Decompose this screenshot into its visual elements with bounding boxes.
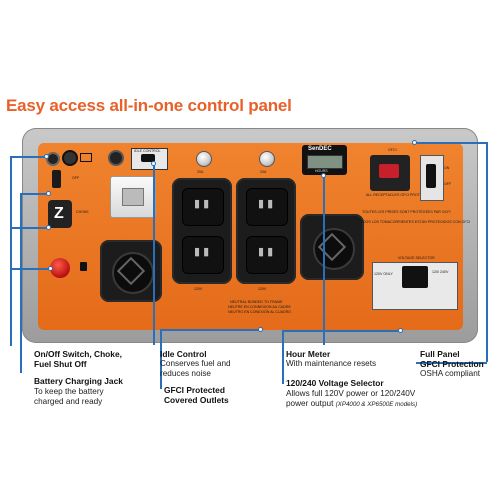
callout-line-switch-v xyxy=(10,156,12,346)
choke-icon: Z xyxy=(54,205,64,222)
receptacle-1a-slots: ▮ ▮ xyxy=(194,198,210,210)
callout-line-gfci-full xyxy=(414,142,486,144)
outlet-120v-label-2: 120V xyxy=(258,287,267,291)
callout-line-voltage-top xyxy=(282,330,400,332)
charging-jack-2[interactable] xyxy=(62,150,78,166)
callout-line-gfci-full-v xyxy=(486,142,488,362)
outlet-20a-label-1: 20A xyxy=(197,170,204,174)
gfci-protected-note-fr: TOUTES LES PRISES SONT PROTÉGÉES PAR GCF… xyxy=(362,210,451,214)
voltage-selector-title: VOLTAGE SELECTOR xyxy=(398,256,435,260)
callout-gfci-full-title: Full Panel xyxy=(420,349,460,359)
breaker-off-label: OFF xyxy=(444,182,452,186)
callout-dot-choke xyxy=(46,225,51,230)
hour-meter-units: HOURS xyxy=(315,169,328,173)
main-breaker-switch[interactable] xyxy=(426,164,436,188)
callout-dot-voltage xyxy=(398,328,403,333)
breaker-on-label: ON xyxy=(444,166,450,170)
receptacle-2b-slots: ▮ ▮ xyxy=(258,246,274,258)
outlet-20a-label-2: 20A xyxy=(260,170,267,174)
choke-lever[interactable] xyxy=(48,200,72,228)
callout-voltage-models-note: (XP4000 & XP6500E models) xyxy=(335,401,418,408)
callout-line-gfci-full-h xyxy=(416,362,487,364)
receptacle-2a-slots: ▮ ▮ xyxy=(258,198,274,210)
callout-line-choke xyxy=(10,227,48,229)
callout-line-gfci-outlets-h xyxy=(160,329,260,331)
gfci-label: GFCI xyxy=(388,148,397,152)
neutral-bonded-note-es: NEUTRO EN CONEXIÓN AL CUADRO xyxy=(228,310,291,314)
callout-gfci-full-text: OSHA compliant xyxy=(420,369,481,378)
callout-dot-battery xyxy=(46,191,51,196)
on-off-switch[interactable] xyxy=(52,170,61,188)
fuel-shutoff-knob[interactable] xyxy=(50,258,70,278)
gfci-reset-button[interactable] xyxy=(379,164,399,178)
neutral-bonded-note: NEUTRAL BONDED TO FRAME xyxy=(230,300,283,304)
callout-idle-text: Conserves fuel and xyxy=(160,359,231,368)
callout-dot-idle xyxy=(151,161,156,166)
callout-dot-fuel xyxy=(48,266,53,271)
callout-hour-meter-title: Hour Meter xyxy=(286,349,331,359)
callout-battery-text: To keep the battery xyxy=(34,387,104,396)
page-headline: Easy access all-in-one control panel xyxy=(6,96,292,115)
callout-dot-gfci-full xyxy=(412,140,417,145)
callout-dot-hour-meter xyxy=(321,173,326,178)
callout-dot-switch xyxy=(44,154,49,159)
callout-gfci-full-title-2: GFCI Protection xyxy=(420,359,484,369)
callout-line-voltage-h xyxy=(282,382,284,384)
receptacle-1b[interactable] xyxy=(182,236,224,274)
idle-control-label: IDLE CONTROL xyxy=(134,149,161,153)
main-breaker-plate xyxy=(420,155,444,201)
callout-switch-title: On/Off Switch, Choke, xyxy=(34,349,122,359)
switch-off-label: OFF xyxy=(72,176,80,180)
callout-line-gfci-outlets xyxy=(160,329,162,389)
battery-icon xyxy=(80,153,92,162)
outlet-indicator-light-1 xyxy=(196,151,212,167)
callout-line-voltage-v xyxy=(282,330,284,382)
outlet-indicator-light-2 xyxy=(259,151,275,167)
callout-voltage-text: Allows full 120V power or 120/240V xyxy=(286,389,416,398)
callout-line-battery xyxy=(20,193,48,195)
gfci-protected-note: ALL RECEPTACLES GFCI PROTECTED xyxy=(366,193,433,197)
gfci-protected-note-es: TODOS LOS TOMACORRIENTES ESTÁN PROTEGIDO… xyxy=(358,220,471,224)
callout-line-idle xyxy=(153,163,155,345)
callout-dot-gfci-outlets xyxy=(258,327,263,332)
hour-meter-brand: SenDEC xyxy=(308,146,332,152)
receptacle-2a[interactable] xyxy=(246,188,288,226)
callout-switch-title-2: Fuel Shut Off xyxy=(34,359,87,369)
receptacle-1b-slots: ▮ ▮ xyxy=(194,246,210,258)
callout-gfci-outlets-title-2: Covered Outlets xyxy=(164,395,229,405)
outlet-120v-label-1: 120V xyxy=(194,287,203,291)
callout-line-switch xyxy=(10,156,46,158)
callout-hour-meter-text: With maintenance resets xyxy=(286,359,377,368)
callout-voltage-text-2: power output (XP4000 & XP6500E models) xyxy=(286,399,418,408)
outlet-cover-hinge xyxy=(122,188,144,206)
callout-line-fuel xyxy=(10,268,50,270)
circuit-breaker-button[interactable] xyxy=(108,150,124,166)
receptacle-1a[interactable] xyxy=(182,188,224,226)
idle-control-switch[interactable] xyxy=(141,154,155,162)
voltage-120-only-label: 120V ONLY xyxy=(374,272,393,276)
callout-gfci-outlets-title: GFCI Protected xyxy=(164,385,225,395)
callout-line-battery-v xyxy=(20,193,22,373)
neutral-bonded-note-fr: NEUTRE EN CONNEXION AU CADRE xyxy=(228,305,291,309)
fuel-icon xyxy=(80,262,87,271)
voltage-120-240-label: 120/ 240V xyxy=(432,270,449,274)
hour-meter-display xyxy=(307,155,343,169)
callout-idle-text-2: reduces noise xyxy=(160,369,211,378)
callout-battery-title: Battery Charging Jack xyxy=(34,376,123,386)
callout-line-hour-meter xyxy=(323,175,325,345)
voltage-selector-switch[interactable] xyxy=(402,266,428,288)
receptacle-2b[interactable] xyxy=(246,236,288,274)
twist-lock-face-right xyxy=(313,228,355,270)
callout-idle-title: Idle Control xyxy=(160,349,207,359)
choke-label: CHOKE xyxy=(76,210,89,214)
callout-voltage-title: 120/240 Voltage Selector xyxy=(286,378,384,388)
charging-jack[interactable] xyxy=(46,152,60,166)
callout-battery-text-2: charged and ready xyxy=(34,397,103,406)
